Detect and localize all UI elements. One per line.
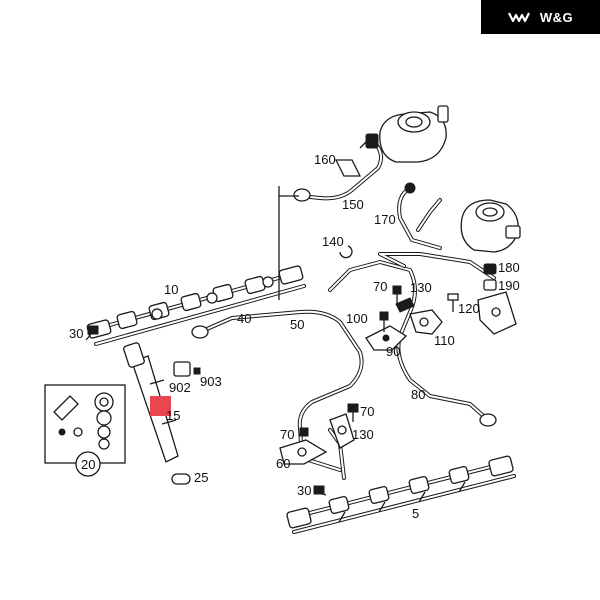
cap-25[interactable] bbox=[171, 473, 191, 485]
bolt-100[interactable] bbox=[379, 311, 389, 332]
brand-name: W&G bbox=[539, 9, 574, 25]
label-150: 150 bbox=[342, 197, 364, 212]
screw-903[interactable] bbox=[193, 367, 201, 375]
high-pressure-pump-upper[interactable] bbox=[365, 105, 449, 163]
sensor-130-upper[interactable] bbox=[395, 297, 415, 313]
upper-fuel-rail[interactable] bbox=[86, 265, 306, 346]
label-140: 140 bbox=[322, 234, 344, 249]
clamp-140[interactable] bbox=[339, 245, 353, 259]
pipe-150[interactable] bbox=[293, 142, 383, 202]
label-902: 902 bbox=[169, 380, 191, 395]
label-120: 120 bbox=[458, 301, 480, 316]
high-pressure-pump-lower[interactable] bbox=[460, 199, 521, 253]
label-130-lower: 130 bbox=[352, 427, 374, 442]
brand-badge: W&G bbox=[481, 0, 600, 34]
label-30-lower: 30 bbox=[297, 483, 311, 498]
bolt-70-mid[interactable] bbox=[299, 427, 309, 437]
label-80: 80 bbox=[411, 387, 425, 402]
label-30-upper: 30 bbox=[69, 326, 83, 341]
wg-logo-icon bbox=[507, 12, 530, 23]
cap-190[interactable] bbox=[483, 279, 497, 291]
bracket-110[interactable] bbox=[409, 309, 443, 335]
bolt-120[interactable] bbox=[447, 293, 459, 312]
label-130-upper: 130 bbox=[410, 280, 432, 295]
pump-bracket-right[interactable] bbox=[477, 291, 517, 335]
label-70-upper: 70 bbox=[373, 279, 387, 294]
label-903: 903 bbox=[200, 374, 222, 389]
label-170: 170 bbox=[374, 212, 396, 227]
label-40: 40 bbox=[237, 311, 251, 326]
bolt-70-lower[interactable] bbox=[347, 403, 359, 422]
pipe-170[interactable] bbox=[397, 182, 442, 250]
label-160: 160 bbox=[314, 152, 336, 167]
cap-180[interactable] bbox=[483, 263, 497, 275]
lower-fuel-rail[interactable] bbox=[286, 455, 516, 534]
connector-902[interactable] bbox=[173, 361, 191, 377]
label-10: 10 bbox=[164, 282, 178, 297]
label-15: 15 bbox=[166, 408, 180, 423]
label-100: 100 bbox=[346, 311, 368, 326]
bracket-60[interactable] bbox=[279, 439, 328, 465]
sensor-130-lower[interactable] bbox=[329, 413, 355, 449]
bolt-70-upper[interactable] bbox=[392, 285, 402, 304]
pipe-80[interactable] bbox=[328, 260, 497, 427]
label-5: 5 bbox=[412, 506, 419, 521]
pipe-50[interactable] bbox=[191, 309, 364, 472]
bolt-30-lower[interactable] bbox=[313, 485, 325, 495]
label-70-right: 70 bbox=[360, 404, 374, 419]
label-190: 190 bbox=[498, 278, 520, 293]
label-90: 90 bbox=[386, 344, 400, 359]
label-25: 25 bbox=[194, 470, 208, 485]
label-180: 180 bbox=[498, 260, 520, 275]
bolt-30-upper[interactable] bbox=[87, 325, 99, 335]
pipe-170-long[interactable] bbox=[378, 252, 496, 280]
label-60: 60 bbox=[276, 456, 290, 471]
highlight-marker bbox=[150, 396, 171, 416]
seal-kit-inset[interactable] bbox=[44, 384, 126, 477]
label-20: 20 bbox=[81, 457, 95, 472]
label-70-left: 70 bbox=[280, 427, 294, 442]
leader-lines bbox=[85, 141, 367, 496]
label-50: 50 bbox=[290, 317, 304, 332]
label-110: 110 bbox=[434, 333, 455, 348]
bracket-90[interactable] bbox=[365, 325, 408, 351]
clip-160[interactable] bbox=[334, 159, 362, 177]
